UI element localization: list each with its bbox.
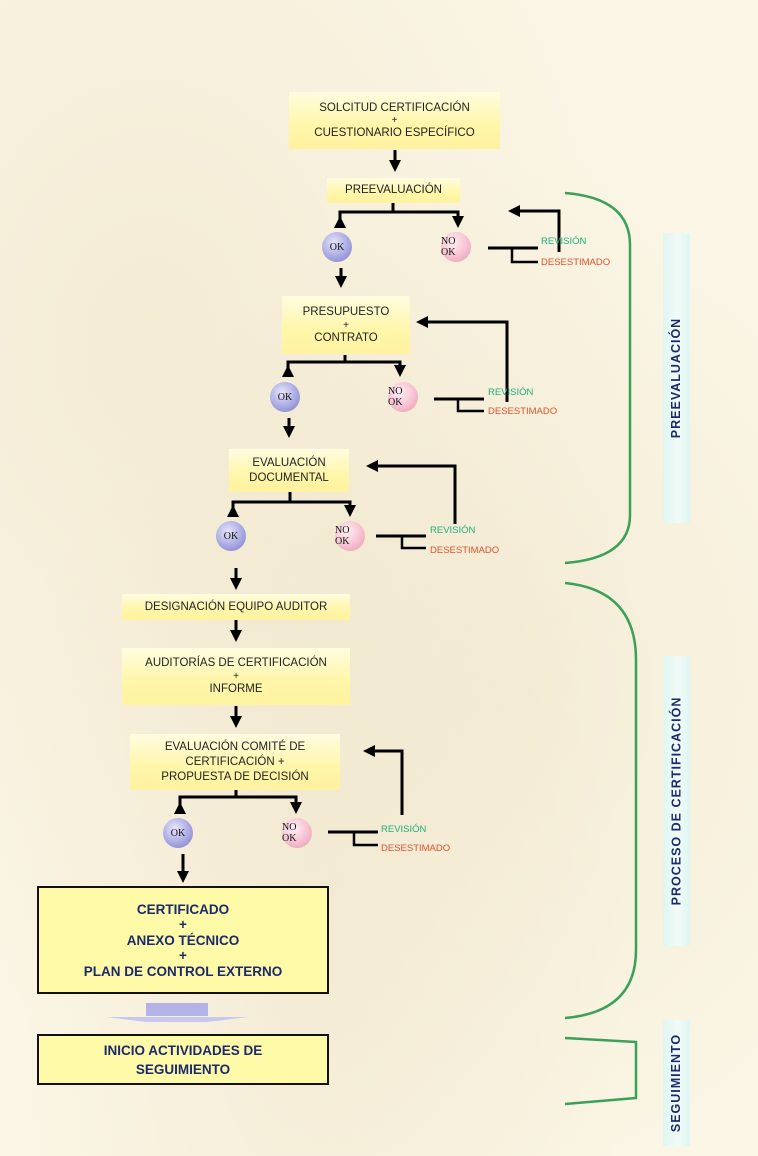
no-ok-label-2: NO OK [388, 386, 403, 408]
step-solicitud: SOLCITUD CERTIFICACIÓN + CUESTIONARIO ES… [289, 92, 500, 149]
step-preevaluacion-label: PREEVALUACIÓN [345, 184, 442, 196]
desestimado-label-4: DESESTIMADO [381, 843, 451, 854]
ok-circle-4: OK [163, 818, 193, 848]
revision-label-2: REVISIÓN [488, 387, 534, 398]
phase-preevaluacion-label: PREEVALUACIÓN [669, 317, 684, 439]
revision-label-4: REVISIÓN [381, 824, 427, 835]
step-comite: EVALUACIÓN COMITÉ DE CERTIFICACIÓN + PRO… [130, 734, 340, 790]
seguimiento-box: INICIO ACTIVIDADES DE SEGUIMIENTO [37, 1034, 329, 1085]
phase-proceso-certificacion: PROCESO DE CERTIFICACIÓN [663, 656, 690, 946]
bracket-preevaluacion [564, 191, 632, 565]
no-ok-circle-2: NO OK [388, 382, 418, 412]
step-evaluacion-line-1: EVALUACIÓN [252, 456, 326, 469]
ok-circle-1: OK [322, 232, 352, 262]
certificado-line-4: + [179, 947, 187, 963]
step-evaluacion-documental: EVALUACIÓN DOCUMENTAL [229, 449, 349, 492]
ok-circle-3: OK [216, 521, 246, 551]
phase-proceso-label: PROCESO DE CERTIFICACIÓN [669, 696, 684, 906]
desestimado-label-2: DESESTIMADO [488, 406, 558, 417]
desestimado-label-1: DESESTIMADO [541, 257, 611, 268]
feedback-loop-2 [416, 316, 509, 402]
branch-evaluacion-documental [227, 500, 356, 517]
certificado-line-3: ANEXO TÉCNICO [126, 932, 240, 948]
branch-presupuesto [282, 360, 406, 377]
feedback-loop-4 [363, 745, 404, 815]
ok-circle-2: OK [270, 382, 300, 412]
step-auditorias-line-2: + [233, 671, 239, 682]
step-solicitud-line-2: + [391, 114, 398, 126]
transition-arrow [106, 1003, 248, 1022]
step-evaluacion-line-2: DOCUMENTAL [249, 471, 329, 484]
no-ok-label-3: NO OK [335, 525, 350, 547]
phase-preevaluacion: PREEVALUACIÓN [663, 233, 690, 523]
certificado-box: CERTIFICADO + ANEXO TÉCNICO + PLAN DE CO… [37, 886, 329, 994]
certificado-line-2: + [179, 916, 187, 932]
step-solicitud-line-3: CUESTIONARIO ESPECÍFICO [314, 126, 475, 139]
step-comite-line-3: PROPUESTA DE DECISIÓN [161, 770, 309, 783]
step-preevaluacion: PREEVALUACIÓN [327, 178, 460, 203]
step-auditorias-line-1: AUDITORÍAS DE CERTIFICACIÓN [145, 657, 327, 669]
step-auditorias: AUDITORÍAS DE CERTIFICACIÓN + INFORME [122, 648, 350, 705]
ok-label-4: OK [170, 827, 186, 839]
step-designacion-label: DESIGNACIÓN EQUIPO AUDITOR [144, 600, 328, 613]
no-ok-circle-4: NO OK [282, 818, 312, 848]
bracket-proceso [564, 581, 638, 1020]
revision-label-3: REVISIÓN [430, 525, 476, 536]
step-comite-line-1: EVALUACIÓN COMITÉ DE [164, 740, 306, 753]
no-ok-circle-3: NO OK [335, 521, 365, 551]
step-presupuesto: PRESUPUESTO + CONTRATO [282, 296, 410, 354]
seguimiento-line-2: SEGUIMIENTO [135, 1061, 231, 1077]
bracket-seguimiento [564, 1036, 638, 1106]
step-presupuesto-line-3: CONTRATO [314, 331, 378, 344]
phase-seguimiento-label: SEGUIMIENTO [669, 1033, 684, 1133]
certificado-line-5: PLAN DE CONTROL EXTERNO [83, 963, 283, 979]
no-ok-label-1: NO OK [441, 236, 456, 258]
step-solicitud-line-1: SOLCITUD CERTIFICACIÓN [319, 101, 470, 114]
feedback-loop-1 [508, 205, 561, 252]
ok-label-2: OK [277, 391, 293, 403]
branch-preevaluacion [334, 210, 464, 228]
revision-label-1: REVISIÓN [541, 236, 587, 247]
desestimado-label-3: DESESTIMADO [430, 545, 500, 556]
branch-comite [174, 795, 302, 814]
feedback-loop-3 [366, 460, 457, 524]
ok-label-3: OK [223, 530, 239, 542]
step-presupuesto-line-2: + [343, 319, 349, 331]
certificado-line-1: CERTIFICADO [136, 901, 230, 917]
ok-label-1: OK [329, 241, 345, 253]
phase-seguimiento: SEGUIMIENTO [663, 1020, 690, 1146]
step-presupuesto-line-1: PRESUPUESTO [302, 305, 390, 318]
no-ok-circle-1: NO OK [441, 232, 471, 262]
step-designacion: DESIGNACIÓN EQUIPO AUDITOR [122, 594, 350, 620]
step-auditorias-line-3: INFORME [209, 683, 263, 695]
no-ok-label-4: NO OK [282, 822, 297, 844]
seguimiento-line-1: INICIO ACTIVIDADES DE [103, 1042, 263, 1058]
step-comite-line-2: CERTIFICACIÓN + [185, 755, 285, 768]
